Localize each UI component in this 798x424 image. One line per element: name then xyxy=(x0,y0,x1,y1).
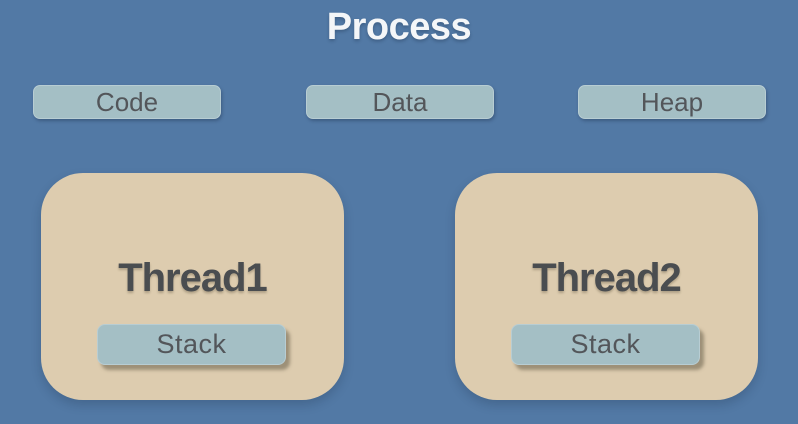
heap-label: Heap xyxy=(640,86,704,117)
thread2-stack-box: Stack xyxy=(511,324,700,365)
data-label: Data xyxy=(372,86,428,117)
thread2-stack-label: Stack xyxy=(570,329,641,359)
code-box: Code xyxy=(33,85,221,119)
thread1-stack-box: Stack xyxy=(97,324,286,365)
process-title: Process xyxy=(326,6,472,48)
thread2-label: Thread2 xyxy=(532,256,682,300)
thread1-box: Thread1 Stack xyxy=(41,173,344,400)
heap-box: Heap xyxy=(578,85,766,119)
code-label: Code xyxy=(95,86,159,117)
data-box: Data xyxy=(306,85,494,119)
thread2-box: Thread2 Stack xyxy=(455,173,758,400)
thread1-stack-label: Stack xyxy=(156,329,227,359)
thread1-label: Thread1 xyxy=(118,256,268,300)
